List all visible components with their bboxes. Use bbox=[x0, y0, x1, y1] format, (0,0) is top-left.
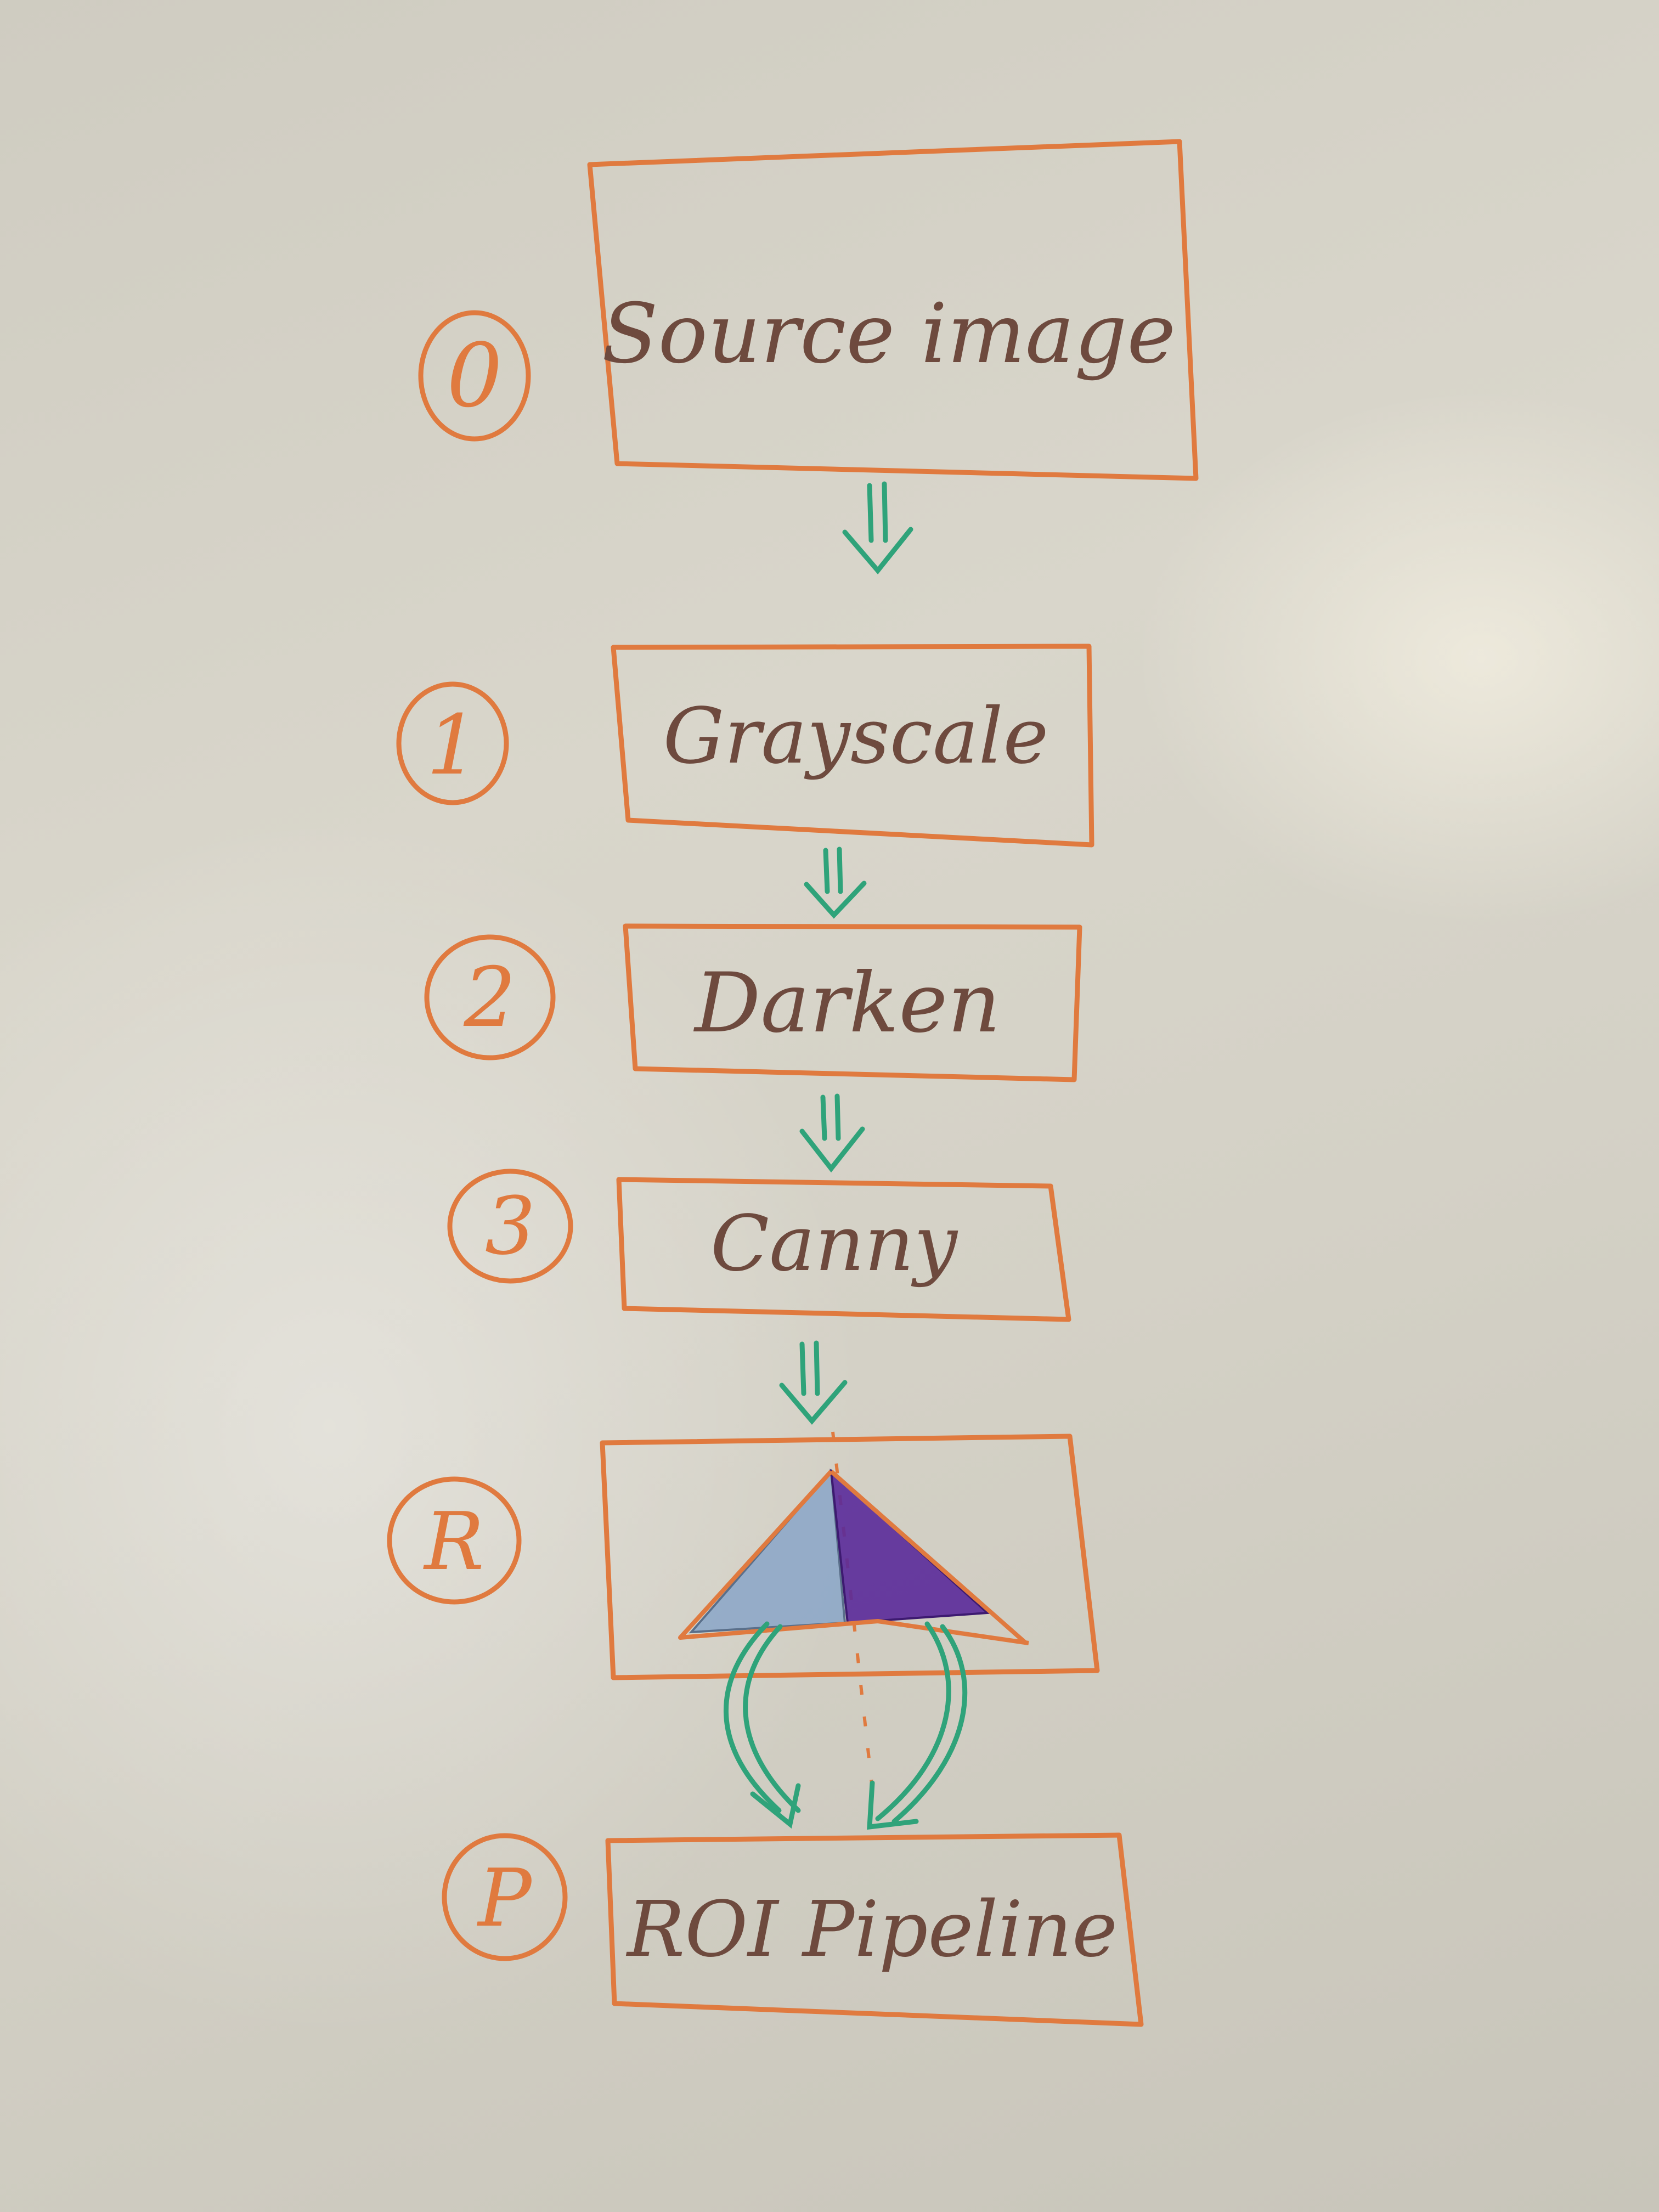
step-source-image: 0 Source image bbox=[418, 139, 1199, 481]
step-box bbox=[611, 644, 1094, 848]
double-down-arrow-icon bbox=[799, 1093, 865, 1173]
curved-arrow-icon bbox=[723, 1621, 801, 1829]
step-roi-region: R bbox=[387, 1431, 1100, 1789]
step-marker-P: P bbox=[476, 1852, 533, 1945]
step-darken: 2 Darken bbox=[424, 923, 1082, 1082]
step-box bbox=[616, 1177, 1071, 1322]
step-label: Canny bbox=[710, 1199, 958, 1289]
step-marker-circle bbox=[447, 1169, 573, 1284]
step-marker-3: 3 bbox=[485, 1180, 535, 1273]
step-marker-R: R bbox=[422, 1496, 484, 1588]
step-label: ROI Pipeline bbox=[625, 1885, 1118, 1974]
step-box bbox=[623, 923, 1082, 1082]
step-label: Darken bbox=[693, 956, 1001, 1051]
step-marker-1: 1 bbox=[426, 698, 478, 793]
step-marker-0: 0 bbox=[447, 324, 503, 427]
step-box bbox=[605, 1832, 1144, 2027]
double-down-arrow-icon bbox=[842, 481, 913, 575]
step-marker-2: 2 bbox=[463, 950, 516, 1046]
double-down-arrow-icon bbox=[804, 847, 867, 919]
step-label: Grayscale bbox=[663, 692, 1049, 781]
step-marker-circle bbox=[396, 681, 509, 805]
step-box bbox=[587, 139, 1199, 481]
step-label: Source image bbox=[602, 286, 1176, 382]
step-marker-circle bbox=[418, 310, 531, 442]
double-down-arrow-icon bbox=[779, 1340, 848, 1425]
step-box bbox=[600, 1434, 1100, 1680]
curved-arrow-icon bbox=[867, 1621, 968, 1830]
step-marker-circle bbox=[442, 1833, 568, 1961]
step-marker-circle bbox=[424, 934, 556, 1060]
step-canny: 3 Canny bbox=[447, 1169, 1071, 1322]
step-grayscale: 1 Grayscale bbox=[396, 644, 1094, 848]
triangle-left-half bbox=[689, 1469, 847, 1634]
step-roi-pipeline: P ROI Pipeline bbox=[442, 1832, 1144, 2027]
step-marker-circle bbox=[387, 1476, 522, 1605]
